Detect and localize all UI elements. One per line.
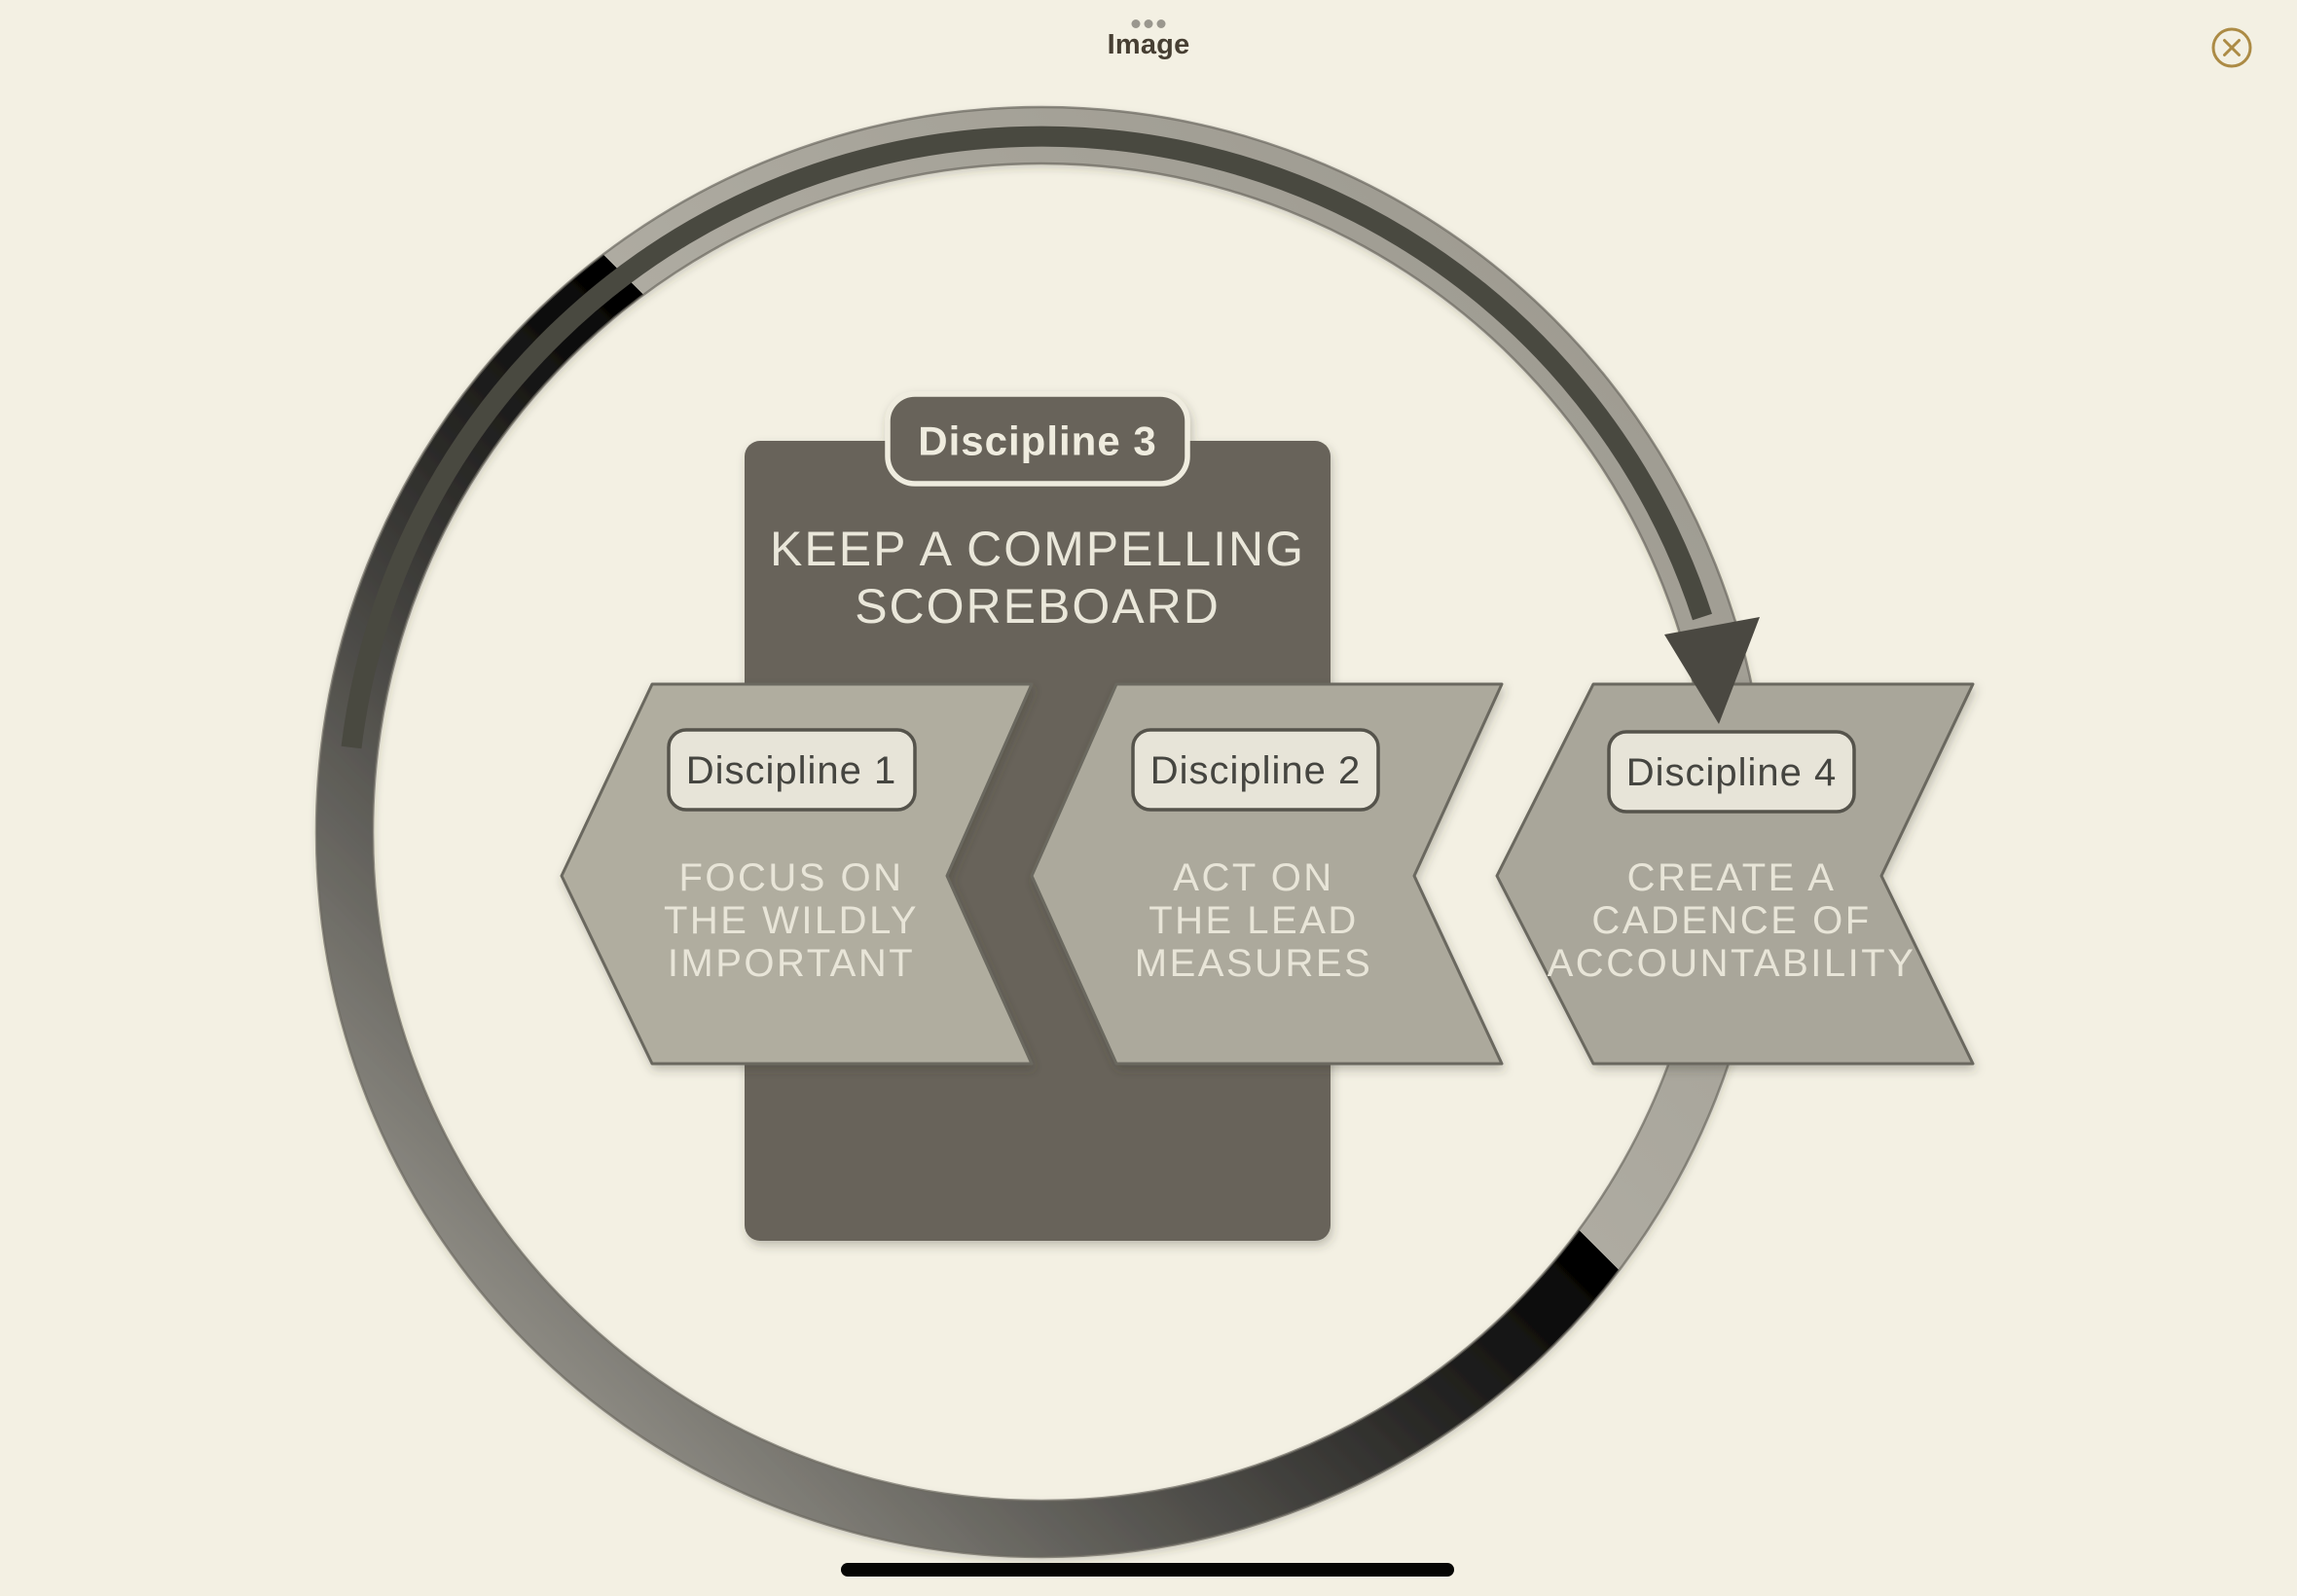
discipline-1-pill xyxy=(667,728,917,812)
discipline-3-label: Discipline 3 xyxy=(918,418,1156,464)
discipline-3-pill xyxy=(885,391,1190,487)
discipline-4-text-line3: ACCOUNTABILITY xyxy=(1548,942,1916,985)
cycle-arrow-head-icon xyxy=(1664,617,1760,724)
window-title: Image xyxy=(1107,29,1190,60)
discipline-4-text-line1: CREATE A xyxy=(1627,856,1837,899)
discipline-2-shape: Discipline 2 ACT ON THE LEAD MEASURES xyxy=(1030,682,1504,1066)
discipline-1-text-line2: THE WILDLY xyxy=(664,899,919,942)
ellipsis-dot-icon xyxy=(1144,19,1153,28)
discipline-4-pill xyxy=(1607,730,1856,814)
discipline-2-text-line1: ACT ON xyxy=(1173,856,1333,899)
discipline-1-text-line1: FOCUS ON xyxy=(678,856,903,899)
discipline-2-text-line3: MEASURES xyxy=(1135,942,1373,985)
ring-dark-stripe xyxy=(341,126,1712,749)
discipline-1-label: Discipline 1 xyxy=(686,749,897,792)
circled-x-icon xyxy=(2211,27,2252,68)
discipline-3-text-line1: KEEP A COMPELLING xyxy=(770,522,1305,576)
window-options-button[interactable] xyxy=(1131,19,1166,28)
discipline-2-text-line2: THE LEAD xyxy=(1148,899,1359,942)
ellipsis-dot-icon xyxy=(1156,19,1166,28)
discipline-2-label: Discipline 2 xyxy=(1150,749,1362,792)
discipline-3-text-line2: SCOREBOARD xyxy=(855,579,1221,634)
home-indicator[interactable] xyxy=(841,1563,1454,1577)
discipline-4-label: Discipline 4 xyxy=(1626,751,1838,794)
discipline-4-shape: Discipline 4 CREATE A CADENCE OF ACCOUNT… xyxy=(1495,682,1975,1066)
discipline-4-text-line2: CADENCE OF xyxy=(1591,899,1871,942)
discipline-chevrons: Discipline 1 FOCUS ON THE WILDLY IMPORTA… xyxy=(560,682,1975,1066)
discipline-1-shape: Discipline 1 FOCUS ON THE WILDLY IMPORTA… xyxy=(560,682,1034,1066)
discipline-2-pill xyxy=(1131,728,1380,812)
title-bar: Image xyxy=(0,0,2297,68)
close-button[interactable] xyxy=(2210,26,2253,69)
ellipsis-dot-icon xyxy=(1131,19,1141,28)
discipline-1-text-line3: IMPORTANT xyxy=(668,942,915,985)
